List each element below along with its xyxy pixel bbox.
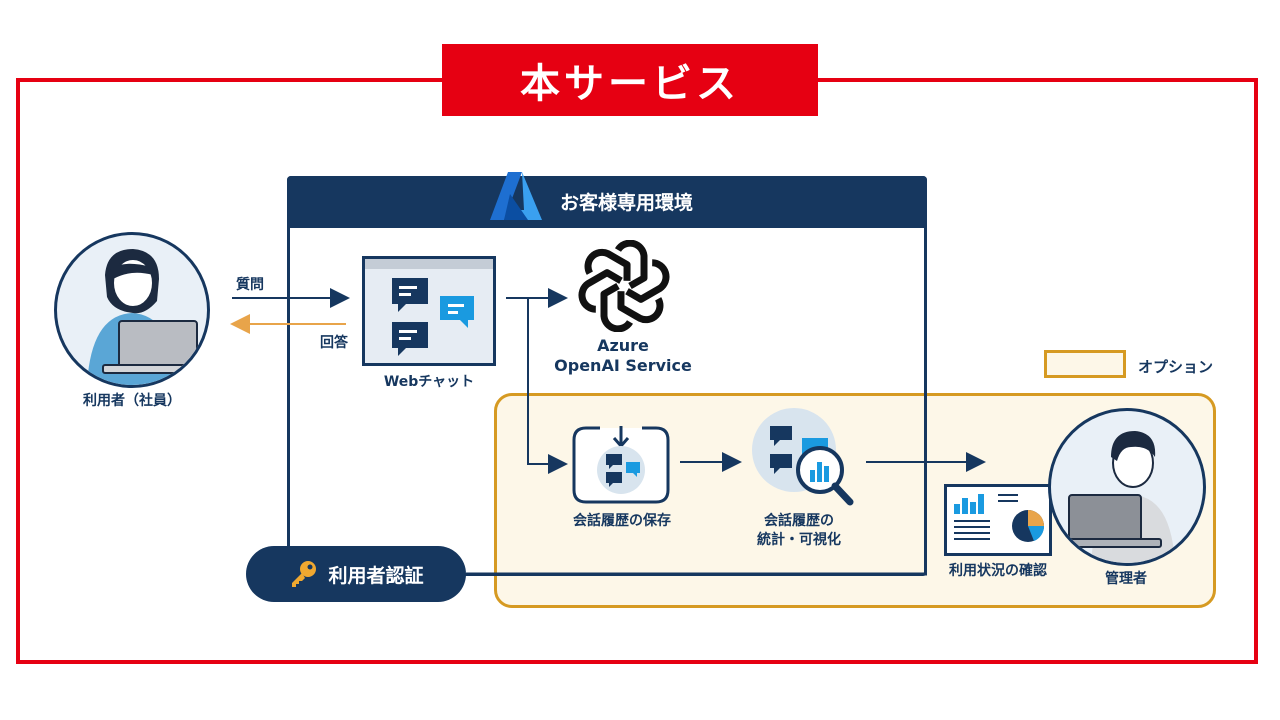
- history-save-card: [572, 426, 670, 504]
- openai-label-line1: Azure: [597, 336, 649, 355]
- openai-logo-icon: [578, 240, 670, 332]
- service-title: 本サービス: [442, 44, 818, 116]
- openai-label-line2: OpenAI Service: [554, 356, 692, 375]
- azure-icon: [488, 170, 544, 222]
- user-label: 利用者（社員）: [83, 393, 181, 409]
- environment-title: お客様専用環境: [560, 192, 694, 214]
- usage-report-icon: [944, 484, 1052, 556]
- admin-avatar: [1048, 408, 1206, 566]
- history-stats-label-line2: 統計・可視化: [757, 532, 841, 548]
- user-auth-pill: 利用者認証: [246, 546, 466, 602]
- environment-header: [287, 176, 927, 228]
- history-stats-label-line1: 会話履歴の: [764, 513, 834, 529]
- history-save-label: 会話履歴の保存: [573, 513, 671, 529]
- question-label: 質問: [236, 277, 264, 293]
- admin-label: 管理者: [1105, 571, 1147, 587]
- key-icon: [292, 561, 317, 587]
- webchat-window: [362, 256, 496, 366]
- openai-label: Azure OpenAI Service: [540, 336, 706, 376]
- option-legend-box: [1044, 350, 1126, 378]
- administrator-icon: [1068, 431, 1175, 563]
- option-legend-label: オプション: [1138, 358, 1214, 376]
- chat-bubble-icon: [392, 278, 474, 356]
- answer-label: 回答: [320, 335, 348, 351]
- webchat-label: Webチャット: [383, 374, 475, 390]
- history-stats-icon: [748, 404, 856, 514]
- user-auth-label: 利用者認証: [328, 564, 424, 587]
- usage-label: 利用状況の確認: [949, 563, 1047, 579]
- user-avatar: [54, 232, 210, 388]
- history-stats-label: 会話履歴の 統計・可視化: [732, 512, 866, 550]
- employee-icon: [87, 249, 198, 385]
